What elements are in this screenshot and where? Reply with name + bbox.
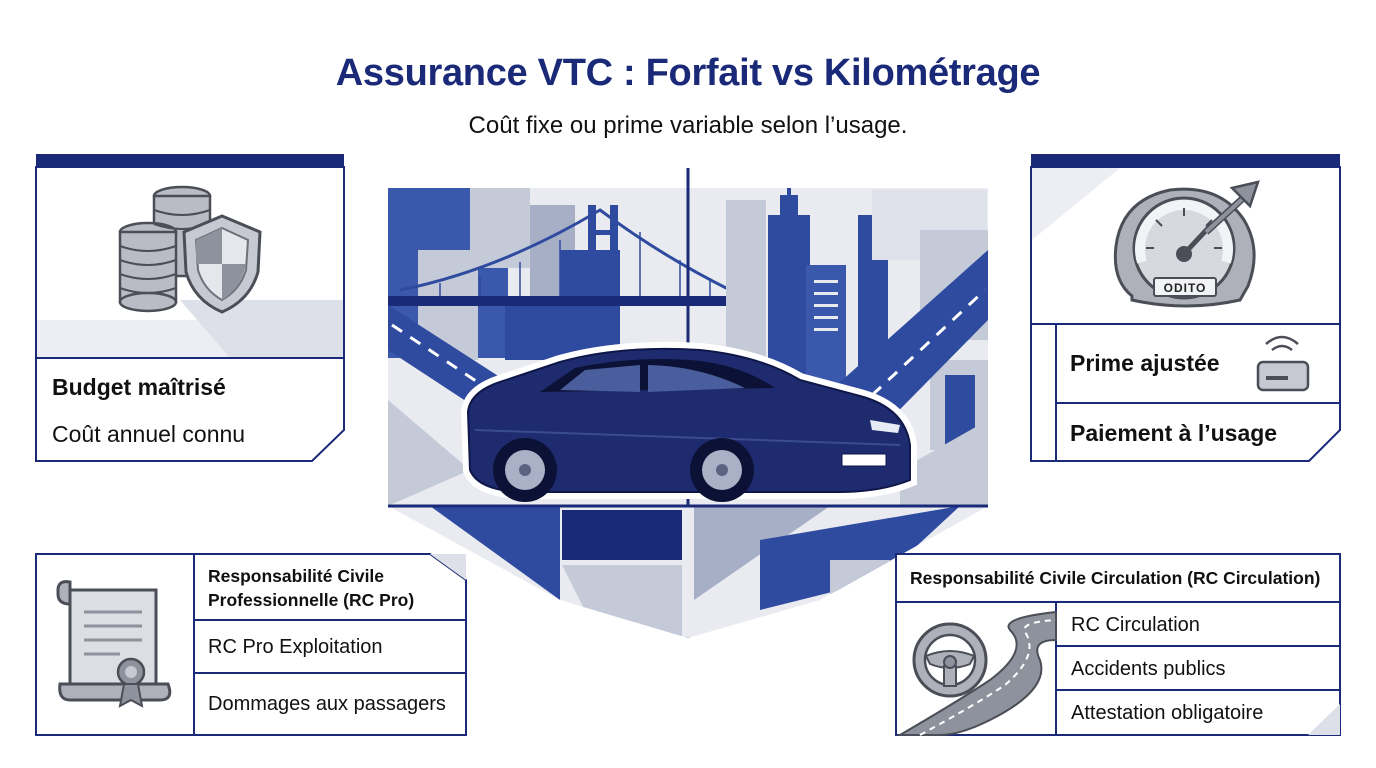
rc-pro-heading-line-1: Responsabilité Civile (208, 566, 385, 586)
page-title: Assurance VTC : Forfait vs Kilométrage (335, 52, 1041, 94)
forfait-detail: Coût annuel connu (52, 421, 246, 447)
speedometer-icon (1113, 180, 1260, 308)
odometer-label: ODITO (1163, 281, 1207, 295)
page-subtitle: Coût fixe ou prime variable selon l’usag… (468, 112, 908, 139)
rc-circulation-heading: Responsabilité Civile Circulation (RC Ci… (910, 568, 1321, 588)
rc-circulation-item-1: RC Circulation (1071, 614, 1200, 636)
certificate-scroll-icon (56, 580, 172, 708)
rc-pro-item-2: Dommages aux passagers (208, 693, 446, 715)
steering-wheel-road-icon (896, 610, 1057, 736)
rc-circulation-item-2: Accidents publics (1071, 658, 1226, 680)
rc-pro-heading-line-2: Professionnelle (RC Pro) (208, 590, 415, 610)
rc-pro-item-1: RC Pro Exploitation (208, 636, 383, 658)
coins-shield-icon (118, 185, 262, 314)
car-icon (460, 341, 917, 502)
telematics-box-icon (1256, 335, 1310, 392)
kilometrage-item-1: Prime ajustée (1070, 350, 1220, 376)
forfait-heading: Budget maîtrisé (52, 374, 226, 400)
rc-circulation-item-3: Attestation obligatoire (1071, 702, 1264, 724)
kilometrage-item-2: Paiement à l’usage (1070, 420, 1278, 446)
